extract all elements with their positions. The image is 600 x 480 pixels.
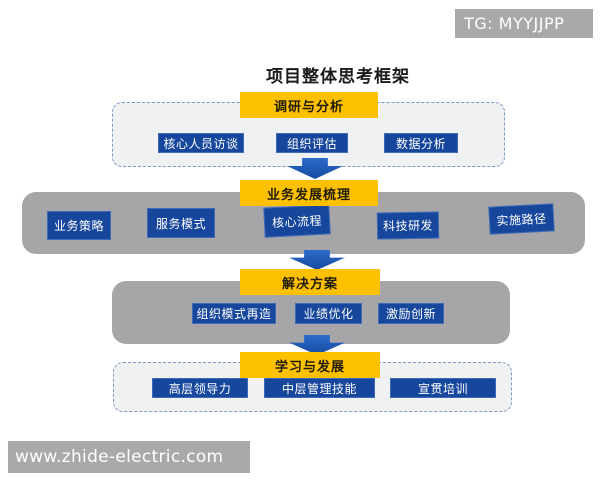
flow-node-core-staff-interview: 核心人员访谈 [158,133,244,153]
watermark-url: www.zhide-electric.com [8,441,250,473]
flow-node-service-model: 服务模式 [147,208,215,238]
flow-node-core-process: 核心流程 [263,204,331,238]
flow-node-senior-leadership: 高层领导力 [152,378,248,398]
flow-node-performance-optimization: 业绩优化 [295,303,362,324]
page-title: 项目整体思考框架 [266,67,410,87]
stage4-header: 学习与发展 [240,352,380,378]
flow-node-data-analysis: 数据分析 [384,133,458,153]
flow-node-incentive-innovation: 激励创新 [378,303,444,324]
stage2-header: 业务发展梳理 [240,180,378,206]
flow-node-middle-mgmt-skills: 中层管理技能 [264,378,375,398]
flow-node-business-strategy: 业务策略 [47,211,111,240]
flow-node-org-model-rebuild: 组织模式再造 [192,303,276,324]
flow-node-training: 宣贯培训 [390,378,496,398]
stage1-header: 调研与分析 [240,92,378,118]
watermark-badge: TG: MYYJJPP [455,9,593,38]
flow-node-tech-rd: 科技研发 [376,211,440,240]
stage3-header: 解决方案 [240,269,380,295]
flow-node-org-assessment: 组织评估 [276,133,348,153]
flow-node-implementation-path: 实施路径 [488,203,555,235]
